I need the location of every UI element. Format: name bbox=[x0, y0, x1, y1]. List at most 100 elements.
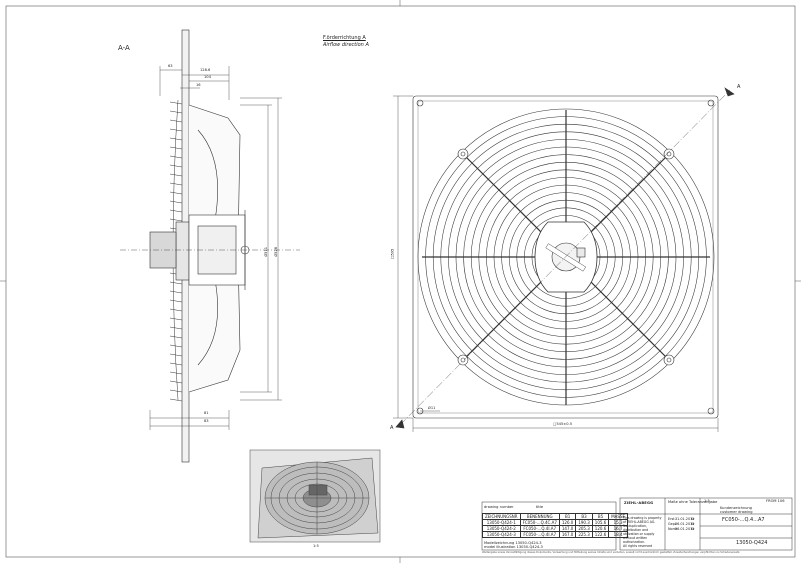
grille-rib bbox=[169, 290, 183, 294]
dim-height: □595 bbox=[390, 248, 395, 259]
grille-rib bbox=[169, 326, 183, 330]
grille-rib bbox=[169, 182, 183, 186]
column-header: ZEICHNUNGSNR bbox=[482, 513, 521, 520]
table-cell: 13050-Q424-3 bbox=[482, 531, 521, 538]
approval-cell: Kr bbox=[691, 522, 695, 526]
airflow-label-en: Airflow direction A bbox=[323, 42, 369, 48]
grille-rib bbox=[169, 137, 183, 141]
approval-cell: Erst. bbox=[668, 517, 676, 521]
cut-label-bottom: A bbox=[390, 425, 394, 431]
sheet-border bbox=[5, 5, 796, 558]
grille-rib bbox=[169, 371, 183, 375]
notice-line: without written bbox=[623, 536, 648, 540]
material-note: Maße ohne Toleranzangabe bbox=[668, 500, 718, 504]
notice-line: distribution and bbox=[623, 528, 649, 532]
approval-cell: 31.01.2011 bbox=[675, 517, 695, 521]
dim-dia-528: Ø528 bbox=[274, 246, 279, 257]
title-label: title bbox=[536, 505, 544, 509]
dim-dia-511: Ø511 bbox=[264, 246, 269, 257]
table-cell: 122.6 bbox=[591, 531, 610, 538]
page-label: FROM 106 bbox=[766, 499, 785, 503]
grille-rib bbox=[169, 344, 183, 348]
grille-rib bbox=[169, 380, 183, 384]
approval-row: Gepr.26.01.2011Kr bbox=[668, 522, 698, 527]
notice-line: This drawing is property bbox=[623, 516, 662, 520]
dim-104: 104 bbox=[204, 75, 211, 79]
table-cell: 167.0 bbox=[558, 531, 577, 538]
drawing-no: 13050-Q424 bbox=[736, 540, 768, 546]
dim-16: 16 bbox=[196, 83, 201, 87]
footer-copyright: Weitergabe sowie Vervielfältigung dieses… bbox=[482, 551, 741, 554]
notice-line: All rights reserved bbox=[623, 544, 653, 548]
product-name: FC050-...Q.4...A7 bbox=[722, 517, 765, 523]
notice-line: authorization. bbox=[623, 540, 646, 544]
grille-rib bbox=[169, 281, 183, 285]
view-scale-label: 1:5 bbox=[313, 544, 319, 548]
grille-rib bbox=[169, 335, 183, 339]
approval-cell: Kr bbox=[691, 527, 695, 531]
scale-value: 1:5 bbox=[704, 499, 710, 503]
grille-rib bbox=[169, 209, 183, 213]
table-cell: 13050-Q424-2 bbox=[482, 525, 521, 532]
front-view bbox=[393, 87, 735, 432]
fan-isometric-illustration bbox=[249, 449, 381, 543]
title-de: Kundenzeichnung bbox=[720, 506, 752, 510]
dim-128: 128.6 bbox=[200, 68, 211, 72]
section-label: A-A bbox=[118, 44, 130, 52]
grille-rib bbox=[169, 398, 183, 402]
table-cell: FC050-...Q.4C.A7 bbox=[519, 519, 560, 526]
dim-63: 63 bbox=[168, 64, 173, 68]
grille-rib bbox=[169, 164, 183, 168]
table-cell: 190.3 bbox=[575, 519, 593, 526]
approval-row: Norm26.01.2011Kr bbox=[668, 527, 698, 532]
grille-rib bbox=[169, 389, 183, 393]
notice-line: utilization or supply bbox=[623, 532, 655, 536]
approval-row: Erst.31.01.2011Kr bbox=[668, 517, 698, 522]
model-line-2: model illustration 13050-Q424-3 bbox=[484, 545, 543, 549]
table-cell: 205.3 bbox=[575, 525, 593, 532]
side-view-section bbox=[120, 29, 300, 463]
grille-rib bbox=[169, 119, 183, 123]
grille-rib bbox=[169, 308, 183, 312]
grille-rib bbox=[169, 317, 183, 321]
approval-cell: Gepr. bbox=[668, 522, 678, 526]
table-cell: 13050-Q424-1 bbox=[482, 519, 521, 526]
grille-rib bbox=[169, 155, 183, 159]
approval-cell: Norm bbox=[668, 527, 678, 531]
dim-83: 83 bbox=[204, 419, 209, 423]
grille-rib bbox=[169, 110, 183, 114]
table-cell: FC050-...Q.4I.A7 bbox=[519, 525, 560, 532]
grille-rib bbox=[169, 146, 183, 150]
model-line-1: Modellzeichnung 13050-Q424-3 bbox=[484, 541, 542, 545]
grille-rib bbox=[169, 299, 183, 303]
approval-cell: 26.01.2011 bbox=[675, 522, 695, 526]
grille-rib bbox=[169, 101, 183, 105]
dim-81: 81 bbox=[204, 411, 209, 415]
table-cell: 225.3 bbox=[575, 531, 593, 538]
grille-rib bbox=[169, 173, 183, 177]
grille-rib bbox=[169, 218, 183, 222]
table-cell: FC050-...Q.4I.A7 bbox=[519, 531, 560, 538]
grille-rib bbox=[169, 353, 183, 357]
grille-rib bbox=[169, 200, 183, 204]
notice-line: No duplication, bbox=[623, 524, 648, 528]
drawing-number-label: drawing number bbox=[484, 505, 514, 509]
cut-label-top: A bbox=[737, 84, 741, 90]
dim-pitch: □545±0.5 bbox=[553, 422, 572, 426]
approval-cell: 26.01.2011 bbox=[675, 527, 695, 531]
notice-line: of ZIEHL-ABEGG AG. bbox=[623, 520, 656, 524]
title-en: customer drawing bbox=[720, 510, 753, 514]
dim-hole: Ø11 bbox=[428, 406, 436, 410]
approval-cell: Kr bbox=[691, 517, 695, 521]
brand-logo-text: ZIEHL-ABEGG bbox=[624, 501, 654, 505]
airflow-label-de: F.örderrichtung A bbox=[323, 35, 366, 41]
grille-rib bbox=[169, 191, 183, 195]
